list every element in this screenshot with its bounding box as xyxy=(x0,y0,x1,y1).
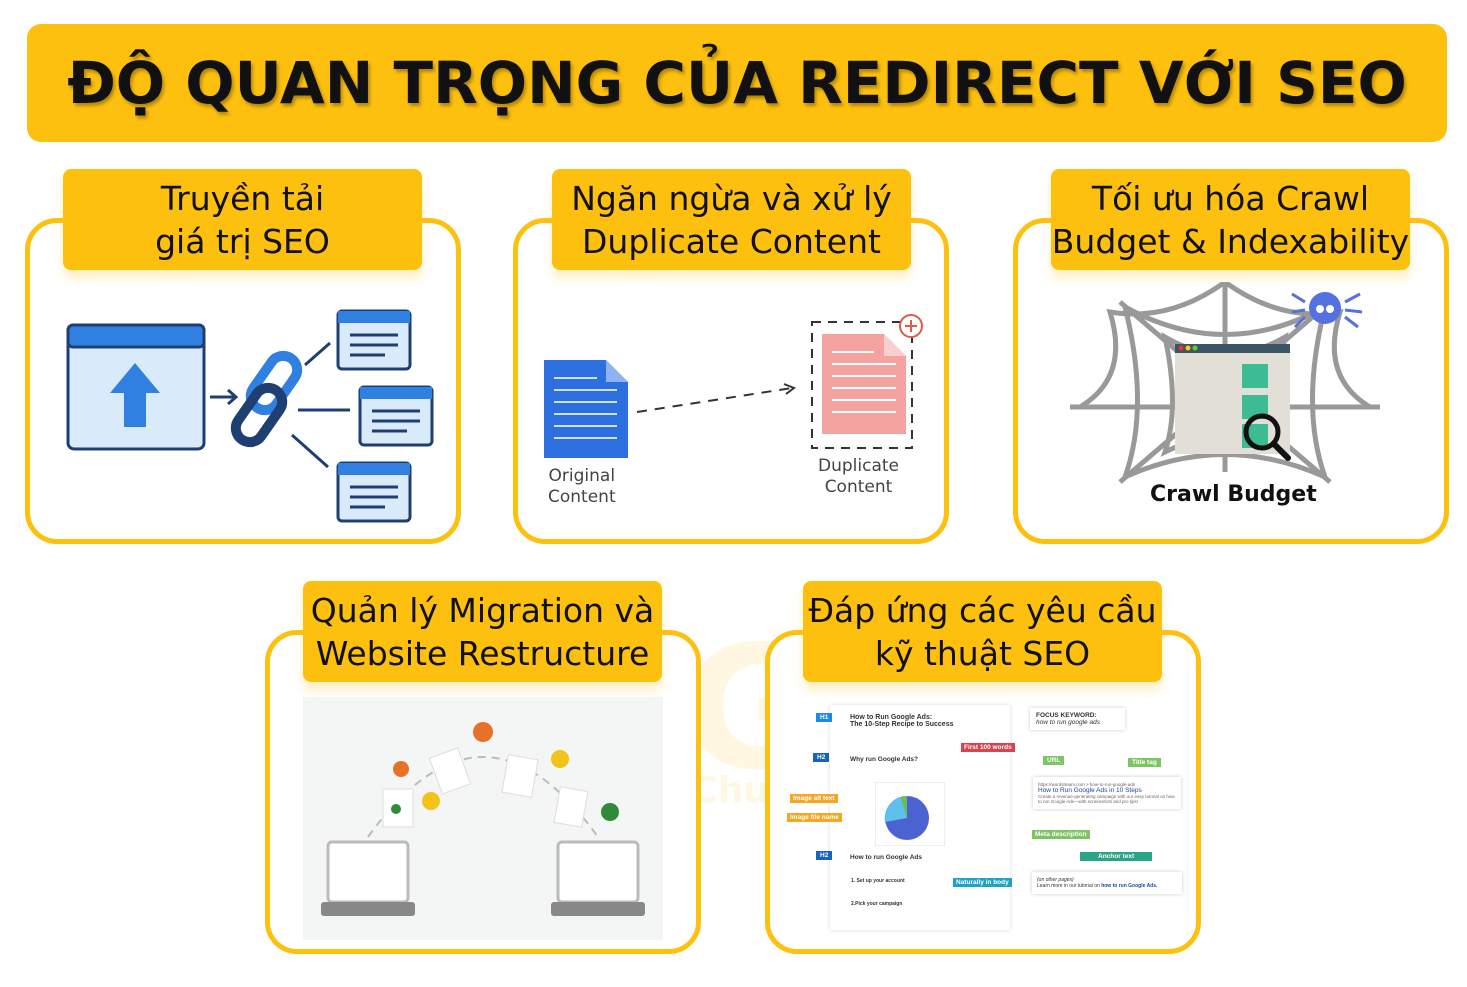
label-line: Duplicate xyxy=(818,456,899,476)
url-tag: URL xyxy=(1043,756,1065,765)
serp-description: Create a revenue-generating campaign wit… xyxy=(1038,794,1175,804)
label-line: Đáp ứng các yêu cầu xyxy=(808,590,1157,630)
card-label: Truyền tải giá trị SEO xyxy=(63,169,422,270)
duplicate-document-icon xyxy=(811,314,923,449)
migration-illustration xyxy=(303,697,663,940)
title-banner: ĐỘ QUAN TRỌNG CỦA REDIRECT VỚI SEO xyxy=(27,24,1447,142)
original-document-icon xyxy=(544,360,628,458)
pie-chart-image xyxy=(875,782,945,846)
onpage-seo-illustration: H1 How to Run Google Ads:The 10-Step Rec… xyxy=(785,700,1185,930)
h2-text: Why run Google Ads? xyxy=(850,756,919,763)
card-label: Tối ưu hóa Crawl Budget & Indexability xyxy=(1051,169,1410,270)
other-pages-text: (on other pages) xyxy=(1037,877,1074,883)
alt-text-tag: Image alt text xyxy=(790,794,838,803)
label-line: Duplicate Content xyxy=(582,221,881,261)
naturally-in-body-tag: Naturally in body xyxy=(953,878,1012,887)
laptop-right xyxy=(551,840,645,916)
serp-url: https://wordstream.com > how-to-run-goog… xyxy=(1038,782,1136,787)
plus-icon xyxy=(905,320,917,332)
focus-keyword-value: how to run google ads xyxy=(1036,719,1100,726)
step-text: 1. Set up your account xyxy=(851,878,905,884)
page-title: ĐỘ QUAN TRỌNG CỦA REDIRECT VỚI SEO xyxy=(67,49,1407,117)
magnifier-icon xyxy=(1243,413,1291,461)
spider-web-illustration xyxy=(1070,282,1380,484)
label-line: kỹ thuật SEO xyxy=(874,633,1091,673)
title-tag: Title tag xyxy=(1128,758,1161,767)
browser-page-icon xyxy=(1175,344,1290,454)
first-100-words-tag: First 100 words xyxy=(961,743,1015,752)
step-text: 2.Pick your campaign xyxy=(851,901,903,907)
h2-text: How to run Google Ads xyxy=(850,854,922,861)
h1-tag: H1 xyxy=(816,713,833,722)
file-name-tag: Image file name xyxy=(787,813,842,822)
serp-title: How to Run Google Ads in 10 Steps xyxy=(1038,787,1142,794)
label-line: Content xyxy=(548,487,616,507)
card-label: Ngăn ngừa và xử lý Duplicate Content xyxy=(552,169,911,270)
label-line: Tối ưu hóa Crawl xyxy=(1091,178,1370,218)
chain-link-icon xyxy=(230,350,303,448)
anchor-link: how to run Google Ads. xyxy=(1101,883,1158,889)
focus-keyword-label: FOCUS KEYWORD: xyxy=(1036,712,1097,719)
spider-icon xyxy=(1291,292,1363,329)
document-icons xyxy=(336,309,434,523)
label-line: Truyền tải xyxy=(160,178,325,218)
h2-tag: H2 xyxy=(816,851,833,860)
h1-text: How to Run Google Ads: xyxy=(850,714,933,721)
label-line: Website Restructure xyxy=(315,633,650,673)
label-line: Budget & Indexability xyxy=(1051,221,1410,261)
label-line: Original xyxy=(548,466,616,486)
card-label: Đáp ứng các yêu cầu kỹ thuật SEO xyxy=(803,581,1162,682)
h2-tag: H2 xyxy=(813,753,830,762)
label-line: Content xyxy=(824,477,893,497)
label-line: giá trị SEO xyxy=(155,221,330,261)
browser-upload-icon xyxy=(66,323,206,451)
h1-text: The 10-Step Recipe to Success xyxy=(850,721,954,728)
link-redirect-illustration xyxy=(66,309,434,523)
meta-description-tag: Meta description xyxy=(1032,830,1090,839)
label-line: Ngăn ngừa và xử lý xyxy=(571,178,892,218)
label-line: Quản lý Migration và xyxy=(310,590,655,630)
learn-more-text: Learn more in our tutorial on xyxy=(1037,883,1100,889)
laptop-left xyxy=(321,840,415,916)
anchor-text-tag: Anchor text xyxy=(1080,852,1153,861)
card-label: Quản lý Migration và Website Restructure xyxy=(303,581,662,682)
dashed-arrow xyxy=(636,383,797,413)
crawl-budget-caption: Crawl Budget xyxy=(1150,482,1317,507)
